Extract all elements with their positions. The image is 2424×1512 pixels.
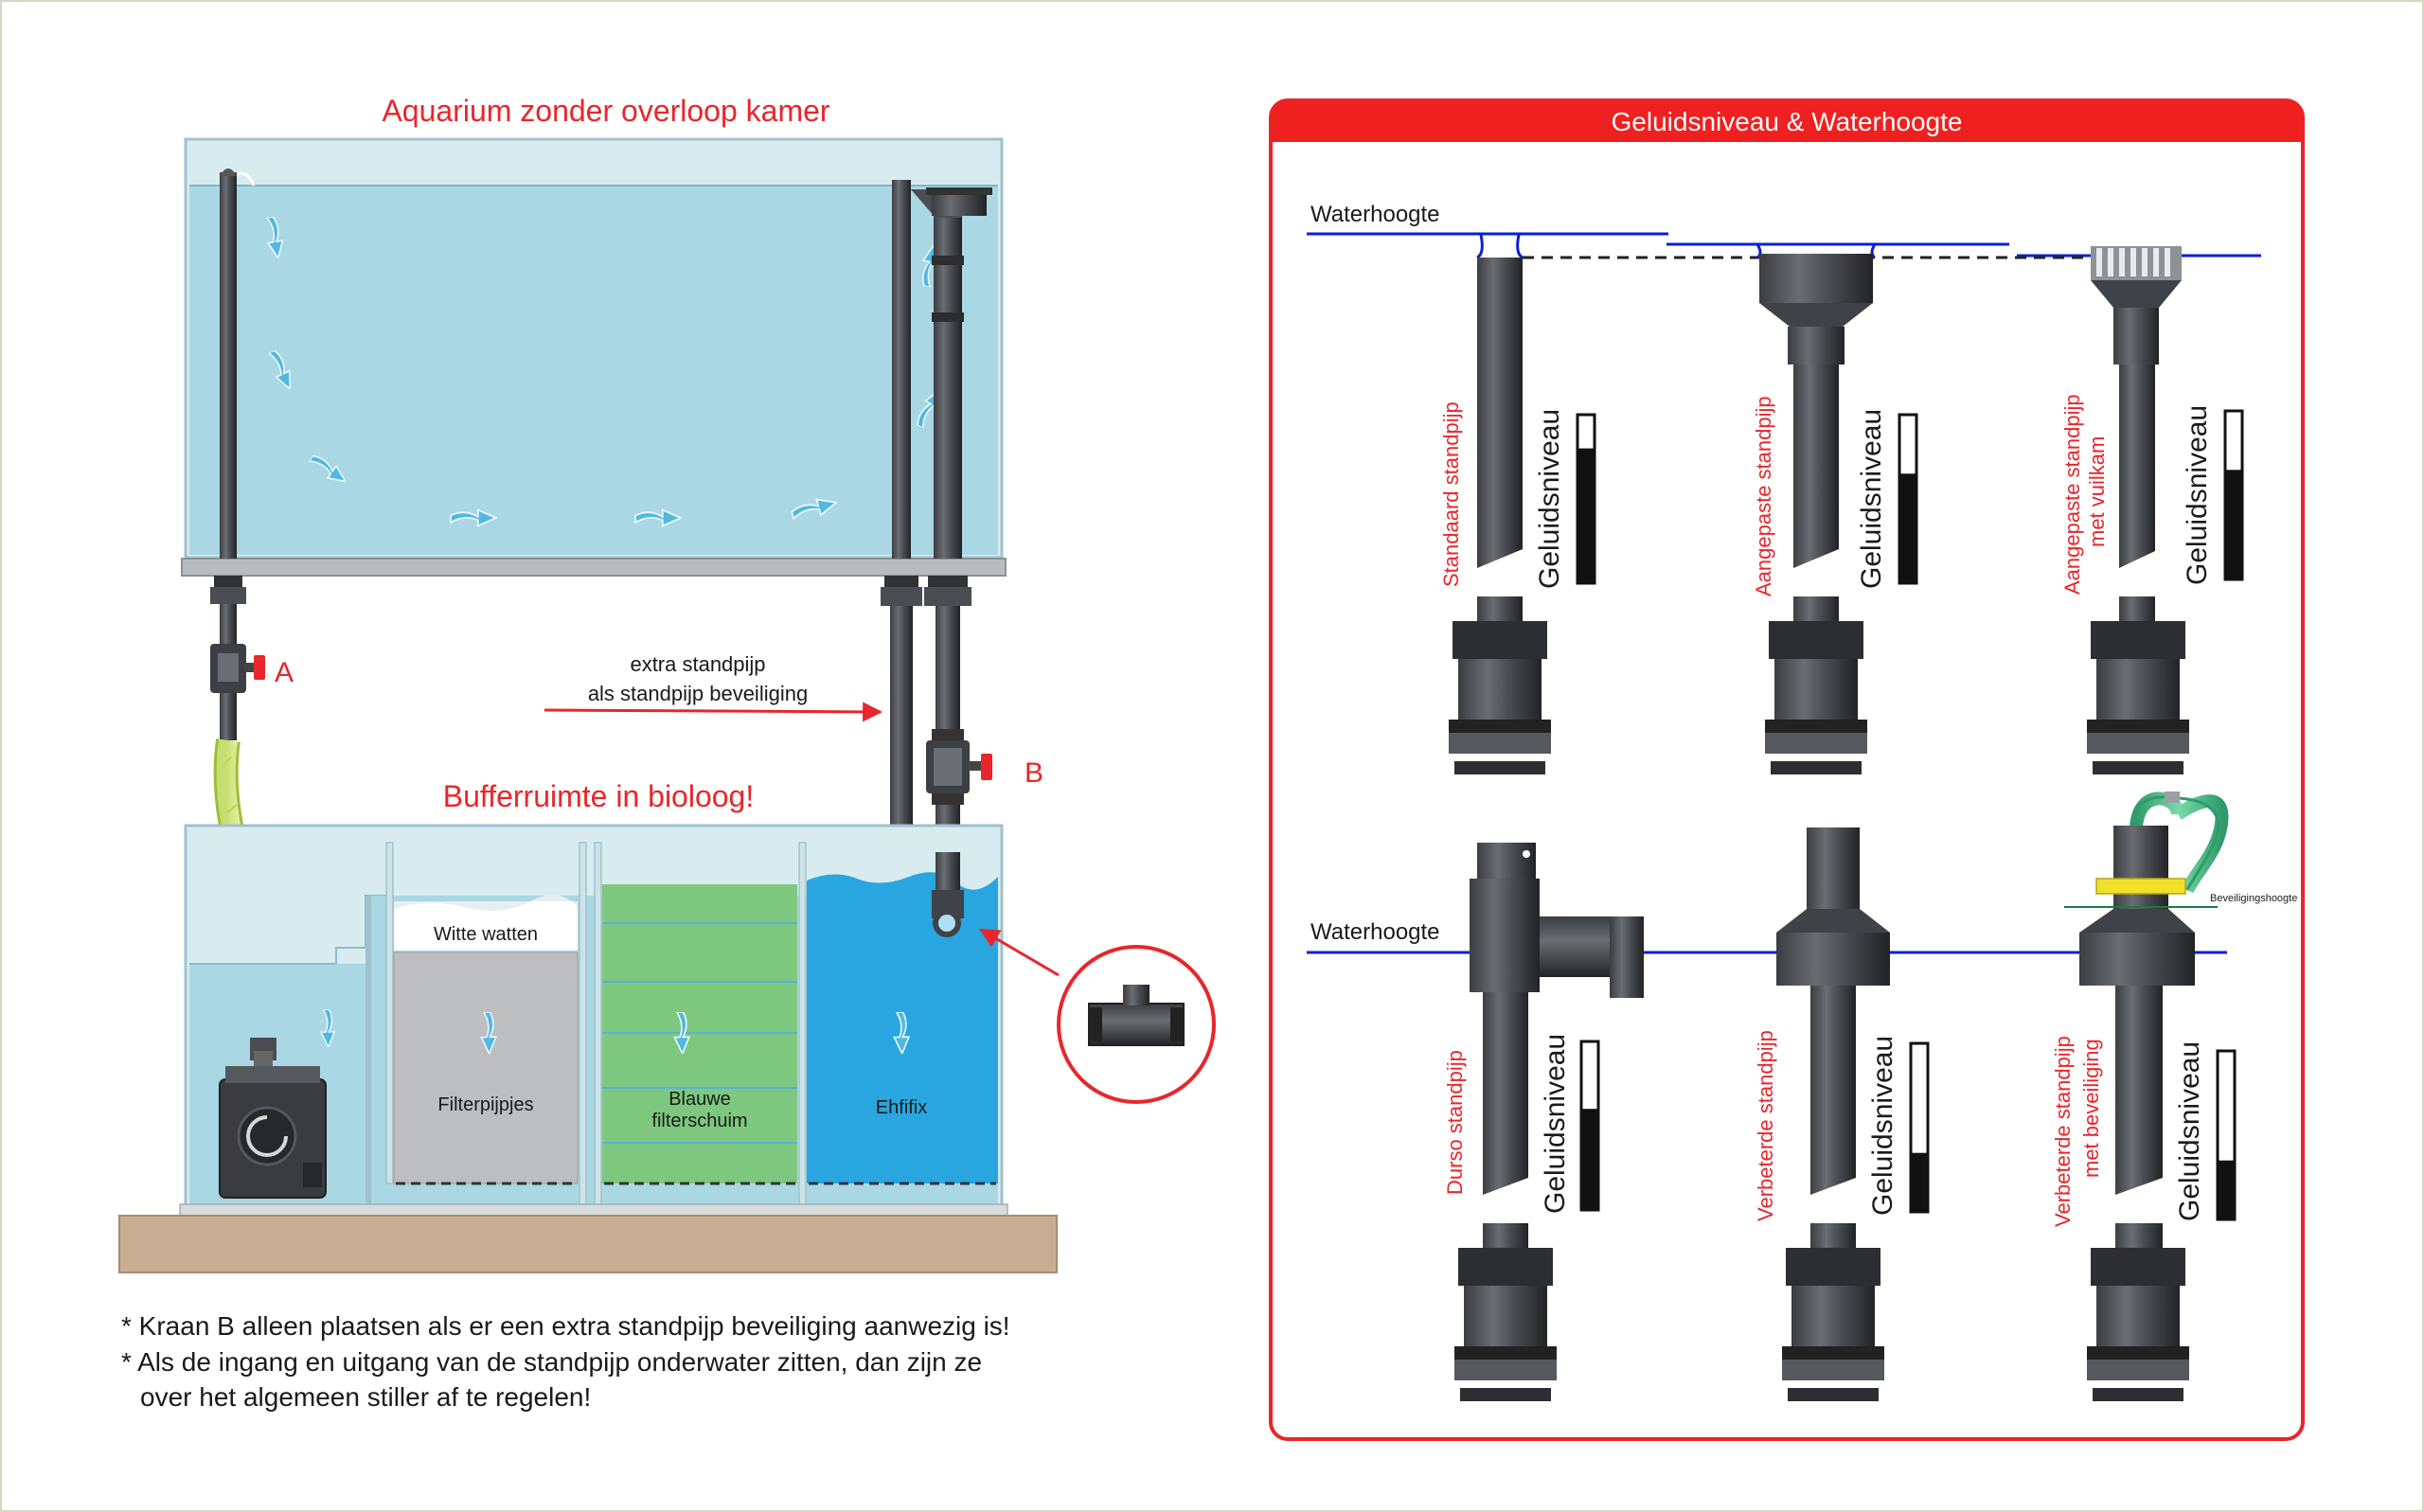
pipe-improved-safety: Beveiligingshoogte — [2064, 792, 2297, 1248]
water-height-label-bottom: Waterhoogte — [1310, 919, 1440, 945]
level-label-6: Geluidsniveau — [2174, 1041, 2205, 1221]
return-pipe — [220, 172, 237, 559]
pipe-name-5: Verbeterde standpijp — [1754, 1030, 1777, 1221]
aquarium-diagram: Aquarium zonder overloop kamer A — [118, 94, 1216, 1412]
valve-b-label: B — [1025, 757, 1043, 789]
detail-arrow — [979, 928, 1060, 977]
aquarium-title: Aquarium zonder overloop kamer — [382, 94, 829, 128]
standpipe-main — [934, 189, 962, 559]
valve-a-label: A — [275, 657, 294, 688]
note-3: over het algemeen stiller af te regelen! — [140, 1382, 591, 1412]
pipe-name-4: Durso standpijp — [1443, 1050, 1467, 1195]
comparison-panel: Geluidsniveau & Waterhoogte Waterhoogte … — [1269, 98, 2305, 1441]
extra-standpipe-label-2: als standpijp beveiliging — [588, 682, 808, 705]
ehfifix-label: Ehfifix — [876, 1097, 927, 1118]
blue-foam-label-2: filterschuim — [651, 1111, 747, 1131]
level-label-4: Geluidsniveau — [1540, 1034, 1571, 1214]
sound-meter-fill-1 — [1577, 448, 1595, 583]
level-label-1: Geluidsniveau — [1534, 409, 1565, 589]
sound-meter-fill-3 — [2225, 470, 2242, 579]
pipe-improved — [1776, 827, 1890, 1248]
tank-shelf — [181, 558, 1007, 577]
panel-header — [1271, 100, 2303, 142]
valve-a-handle[interactable] — [254, 655, 265, 680]
standpipe — [892, 180, 911, 559]
pipe-durso — [1470, 843, 1644, 1248]
sound-meter-fill-5 — [1911, 1152, 1928, 1212]
pipe-name-3-line2: met vuilkam — [2085, 436, 2109, 547]
pipe-standard — [1476, 234, 1524, 625]
filter-media-chamber — [393, 952, 579, 1184]
sound-meter-fill-4 — [1581, 1109, 1598, 1210]
level-label-5: Geluidsniveau — [1867, 1036, 1898, 1216]
bulkheads-top — [1449, 621, 2189, 774]
level-label-2: Geluidsniveau — [1856, 409, 1887, 589]
blue-foam-label-1: Blauwe — [668, 1089, 731, 1110]
valve-b-handle[interactable] — [981, 754, 992, 780]
filter-media-label: Filterpijpjes — [437, 1094, 533, 1115]
pipe-name-6-line1: Verbeterde standpijp — [2051, 1036, 2075, 1227]
pipe-name-6-line2: met beveiliging — [2079, 1039, 2103, 1178]
pipe-name-3-line1: Aangepaste standpijp — [2060, 394, 2084, 595]
main-tank-water — [189, 186, 998, 555]
panel-title: Geluidsniveau & Waterhoogte — [1612, 107, 1963, 136]
pipe-adjusted-comb — [2091, 246, 2182, 625]
sound-meter-fill-2 — [1899, 473, 1916, 583]
buffer-title: Bufferruimte in bioloog! — [443, 779, 754, 813]
safety-clamp — [2095, 878, 2186, 895]
pipe-name-1: Standaard standpijp — [1439, 401, 1463, 587]
pipe-adjusted — [1756, 243, 1877, 625]
sound-meters — [1576, 409, 2244, 1221]
extra-standpipe — [890, 606, 913, 866]
note-2: * Als de ingang en uitgang van de standp… — [121, 1347, 982, 1377]
note-1: * Kraan B alleen plaatsen als er een ext… — [121, 1311, 1010, 1341]
extra-standpipe-label-1: extra standpijp — [630, 652, 765, 676]
pipe-name-2: Aangepaste standpijp — [1752, 396, 1775, 596]
bulkheads-bottom — [1454, 1248, 2189, 1401]
cabinet-base — [118, 1215, 1058, 1273]
extra-standpipe-arrow — [544, 702, 883, 722]
white-wool-label: Witte watten — [434, 924, 538, 945]
sound-meter-fill-6 — [2218, 1160, 2235, 1219]
level-label-3: Geluidsniveau — [2182, 405, 2213, 585]
water-height-label-top: Waterhoogte — [1310, 202, 1440, 227]
safety-height-label: Beveiligingshoogte — [2210, 893, 2297, 904]
